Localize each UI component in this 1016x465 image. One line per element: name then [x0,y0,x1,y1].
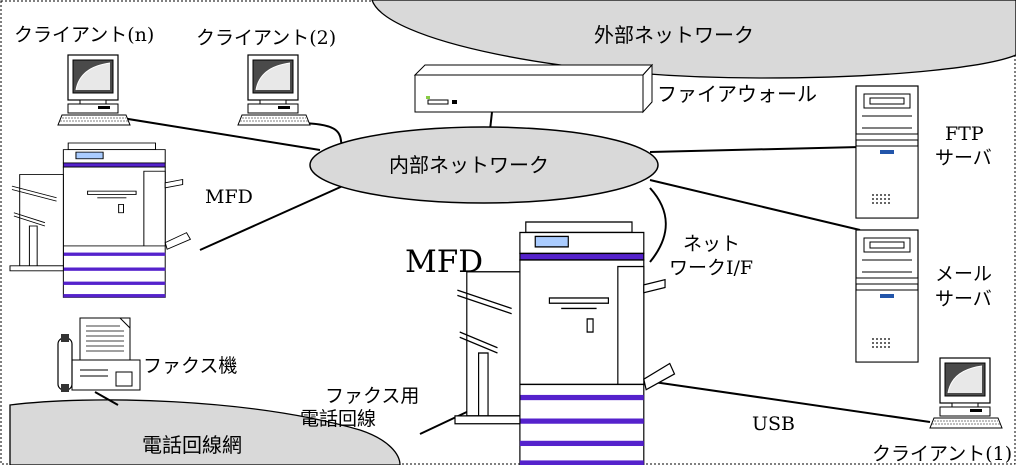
internal-network-label: 内部ネットワーク [389,153,549,177]
external-network-label: 外部ネットワーク [594,23,754,47]
client-1-label: クライアント(1) [872,443,1012,465]
mfd-large-label: MFD [405,244,483,280]
telephone-network-cloud [9,399,401,465]
mfd-icon [454,221,676,465]
mail-server-label-line2: サーバ [935,288,992,310]
usb-label: USB [752,413,795,435]
firewall-label: ファイアウォール [657,82,817,106]
firewall-icon [413,63,654,114]
mfd-small-label: MFD [205,186,253,208]
fax-line-label-line1: ファクス用 [325,385,419,407]
network-if-label-line2: ワークI/F [669,257,753,279]
client-pc-icon [237,54,311,126]
client-2-label: クライアント(2) [196,27,336,49]
ftp-server-label-line2: サーバ [935,147,992,169]
telephone-network-label: 電話回線網 [142,433,242,457]
client-n-label: クライアント(n) [14,24,154,46]
server-icon [855,229,919,363]
client-pc-icon [57,54,131,126]
fax-line-label-line2: 電話回線 [300,408,376,430]
client-pc-icon [929,357,1003,429]
server-icon [855,85,919,219]
fax-machine-label: ファクス機 [143,355,237,377]
fax-machine-icon [57,317,141,392]
mfd-icon [9,142,191,298]
ftp-server-label-line1: FTP [945,123,984,145]
internal-network-cloud [309,126,659,204]
external-network-cloud [371,0,1016,79]
network-if-label-line1: ネット [683,233,740,255]
mail-server-label-line1: メール [935,263,992,285]
